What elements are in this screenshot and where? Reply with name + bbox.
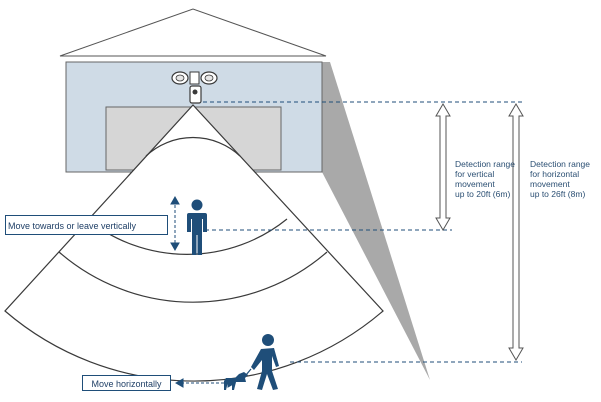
person-walking-icon (251, 334, 279, 390)
house-roof (59, 8, 327, 57)
range-horizontal-line-3: movement (530, 179, 570, 189)
zone-arc-2 (86, 218, 288, 255)
vertical-movement-arrow (170, 195, 180, 252)
range-vertical-line-2: for vertical (455, 169, 495, 179)
range-vertical-line-3: movement (455, 179, 495, 189)
range-vertical-line-4: up to 20ft (6m) (455, 189, 511, 199)
range-vertical-line-1: Detection range (455, 159, 516, 169)
dog-leash (245, 368, 252, 376)
horizontal-range-arrow (508, 103, 524, 361)
wall-shadow (322, 62, 430, 380)
callout-horizontal-movement: Move horizontally (82, 375, 171, 391)
range-horizontal-line-1: Detection range (530, 159, 591, 169)
range-label-vertical: Detection range for vertical movement up… (455, 159, 515, 199)
dog-icon (224, 372, 248, 390)
range-horizontal-line-2: for horizontal (530, 169, 580, 179)
horizontal-movement-arrow (174, 378, 237, 388)
floodlight-camera-icon (171, 71, 218, 104)
person-icon (187, 199, 207, 255)
range-label-horizontal: Detection range for horizontal movement … (530, 159, 590, 199)
vertical-range-arrow (435, 103, 451, 231)
zone-arc-3 (58, 251, 328, 303)
zone-arc-1 (145, 137, 241, 157)
range-horizontal-line-4: up to 26ft (8m) (530, 189, 586, 199)
callout-vertical-movement: Move towards or leave vertically (5, 215, 168, 235)
